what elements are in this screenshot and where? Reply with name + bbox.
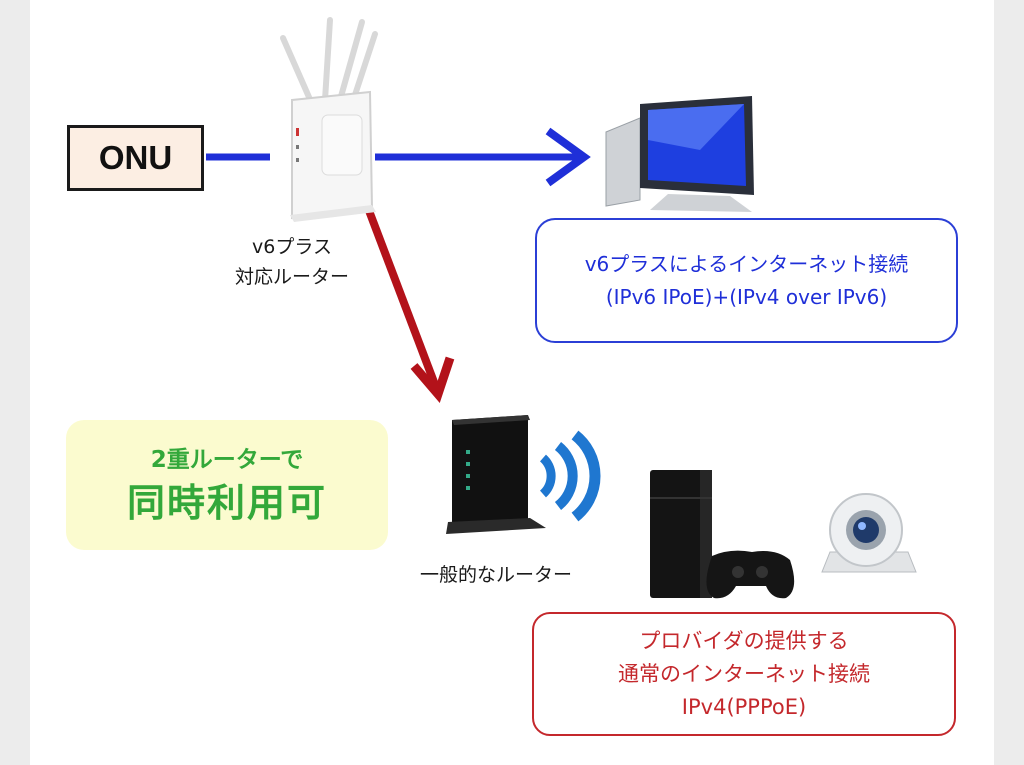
double-router-note-line2: 同時利用可: [126, 481, 327, 525]
pc-monitor-icon: [605, 96, 754, 212]
wifi-router-icon: [446, 415, 546, 534]
v6plus-connection-title: v6プラスによるインターネット接続: [584, 251, 909, 276]
game-console-icon: [650, 470, 795, 599]
v6plus-connection-box: v6プラスによるインターネット接続 (IPv6 IPoE)+(IPv4 over…: [535, 218, 958, 343]
blue-arrow-to-pc: [375, 127, 591, 187]
v6-router-caption-line2: 対応ルーター: [234, 266, 349, 288]
red-arrow-to-general-router: [364, 206, 455, 403]
general-router-caption: 一般的なルーター: [419, 564, 572, 586]
double-router-note: 2重ルーターで 同時利用可: [66, 420, 388, 550]
v6plus-connection-protocols: (IPv6 IPoE)+(IPv4 over IPv6): [605, 284, 888, 309]
v6-router-icon: [280, 17, 378, 222]
v6-router-caption: v6プラス 対応ルーター: [222, 232, 362, 292]
wifi-waves-icon: [539, 430, 601, 522]
onu-label: ONU: [98, 139, 173, 176]
provider-connection-line1: プロバイダの提供する: [639, 628, 849, 653]
onu-box: ONU: [67, 125, 204, 191]
provider-connection-box: プロバイダの提供する 通常のインターネット接続 IPv4(PPPoE): [532, 612, 956, 736]
v6-router-caption-line1: v6プラス: [252, 236, 332, 258]
double-router-note-line1: 2重ルーターで: [150, 447, 304, 473]
provider-connection-line2: 通常のインターネット接続: [618, 661, 870, 686]
provider-connection-line3: IPv4(PPPoE): [681, 694, 807, 719]
network-camera-icon: [821, 493, 917, 573]
